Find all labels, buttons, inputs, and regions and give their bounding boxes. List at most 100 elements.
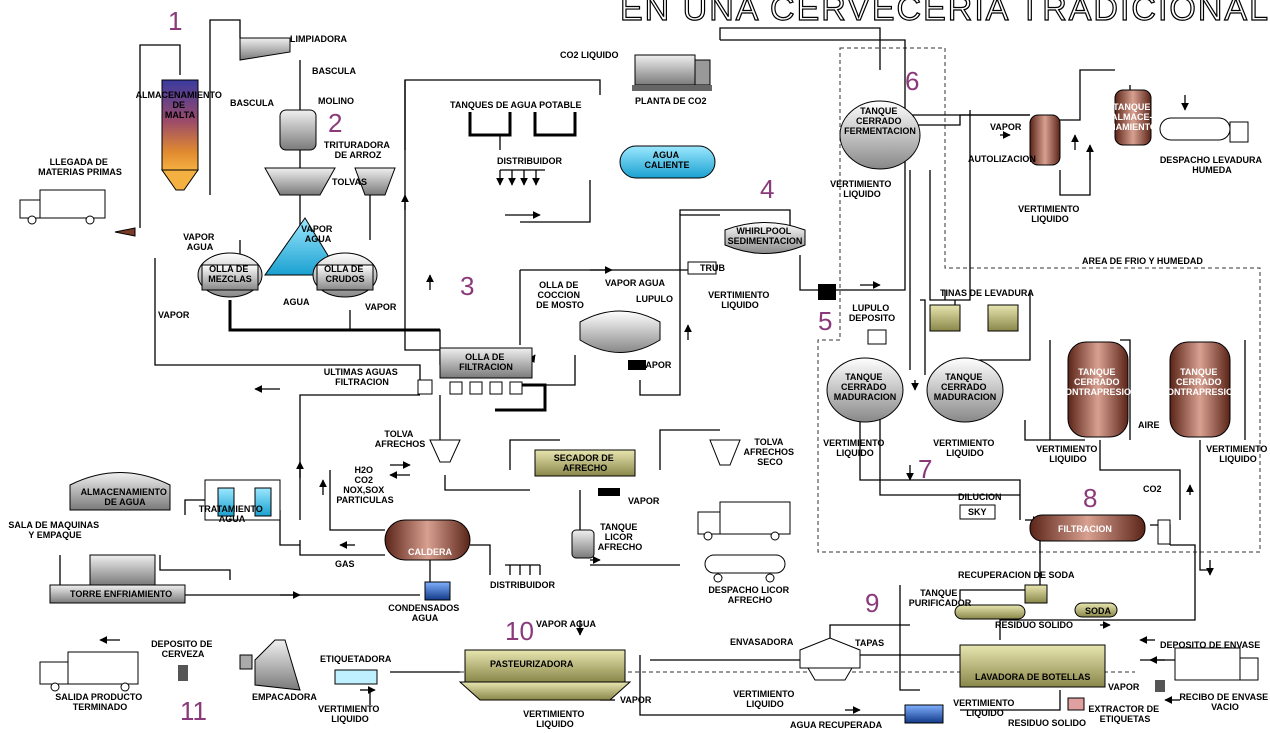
recibo-envase	[1155, 647, 1259, 692]
tanque-maduracion-1	[826, 357, 904, 423]
whirlpool-tank	[687, 222, 806, 275]
label-co2-liquido: CO2 LIQUIDO	[560, 50, 619, 60]
label-filtracion: FILTRACION	[1058, 524, 1112, 534]
label-area-frio: AREA DE FRIO Y HUMEDAD	[1082, 256, 1203, 266]
caldera	[384, 519, 541, 601]
label-molino: MOLINO	[318, 96, 354, 106]
step-number: 6	[905, 66, 919, 96]
label-residuo-solido-2: RESIDUO SOLIDO	[1008, 718, 1086, 728]
label-salida: SALIDA PRODUCTO TERMINADO	[55, 692, 145, 712]
label-vertimiento-past: VERTIMIENTO LIQUIDO	[523, 709, 587, 729]
olla-mezclas	[197, 252, 263, 298]
label-soda: SODA	[1085, 606, 1112, 616]
step-number: 7	[918, 454, 932, 484]
label-agua-caliente: AGUA CALIENTE	[645, 150, 690, 170]
tanque-maduracion-2	[926, 357, 1004, 423]
fermentation-area-border	[817, 47, 1261, 553]
label-vapor-crudos: VAPOR	[365, 302, 397, 312]
label-emisiones: H2O CO2 NOX,SOX PARTICULAS	[336, 465, 393, 505]
label-lupulo: LUPULO	[636, 294, 673, 304]
label-tanque-purificador: TANQUE PURIFICADOR	[909, 588, 972, 608]
step-numbers: 1 2 3 4 5 6 7 8 9 10 11	[168, 6, 1097, 726]
label-vertimiento-et: VERTIMIENTO LIQUIDO	[318, 704, 382, 724]
label-recibo-envase: RECIBO DE ENVASE VACIO	[1179, 692, 1270, 712]
label-vapor-left: VAPOR	[158, 310, 190, 320]
label-vapor-lavadora: VAPOR	[1108, 682, 1140, 692]
step-number: 3	[460, 271, 474, 301]
step-number: 11	[180, 696, 207, 726]
step-number: 4	[760, 174, 774, 204]
label-tanque-maduracion-2: TANQUE CERRADO MADURACION	[934, 372, 997, 402]
label-aire: AIRE	[1138, 420, 1160, 430]
step-number: 9	[865, 588, 879, 618]
label-whirlpool: WHIRLPOOL SEDIMENTACION	[728, 226, 803, 246]
label-extractor: EXTRACTOR DE ETIQUETAS	[1088, 704, 1161, 724]
tanker-levadura	[1159, 117, 1249, 143]
label-bascula-top: BASCULA	[312, 66, 356, 76]
pasteurizadora	[458, 649, 632, 701]
label-tanque-contra-1: TANQUE CERRADO CONTRAPRESION	[1058, 367, 1137, 397]
step-number: 5	[818, 306, 832, 336]
label-almacenamiento-agua: ALMACENAMIENTO DE AGUA	[81, 487, 170, 507]
label-sala-maquinas: SALA DE MAQUINAS Y EMPAQUE	[8, 520, 101, 540]
label-vapor-past: VAPOR	[620, 695, 652, 705]
label-vapor-agua-2: VAPOR AGUA	[301, 224, 335, 244]
tratamiento-agua	[204, 479, 281, 521]
label-olla-filtracion: OLLA DE FILTRACION	[459, 352, 513, 372]
label-deposito-envase: DEPOSITO DE ENVASE	[1160, 640, 1260, 650]
label-vapor-agua-1: VAPOR AGUA	[183, 232, 217, 252]
label-agua-recuperada: AGUA RECUPERADA	[790, 720, 883, 730]
label-tratamiento-agua: TRATAMIENTO AGUA	[199, 504, 266, 524]
label-tanque-fermentacion: TANQUE CERRADO FERMENTACION	[844, 106, 916, 136]
label-etiquetadora: ETIQUETADORA	[320, 654, 392, 664]
label-autolizacion: AUTOLIZACION	[968, 154, 1036, 164]
tanque-fermentacion	[839, 100, 921, 170]
label-vapor-auto: VAPOR	[990, 122, 1022, 132]
truck-salida	[39, 651, 139, 692]
label-despacho-licor: DESPACHO LICOR AFRECHO	[708, 585, 791, 605]
label-vapor-coccion: VAPOR	[640, 360, 672, 370]
step-number: 1	[168, 6, 182, 36]
label-tanque-licor: TANQUE LICOR AFRECHO	[598, 522, 643, 552]
olla-filtracion	[417, 347, 533, 395]
label-gas: GAS	[335, 559, 355, 569]
label-ultimas-aguas: ULTIMAS AGUAS FILTRACION	[324, 367, 401, 387]
tanque-contrapresion-2	[1169, 341, 1231, 438]
potable-water-tanks	[468, 112, 577, 186]
label-vertimiento-w: VERTIMIENTO LIQUIDO	[708, 290, 772, 310]
label-despacho-levadura: DESPACHO LEVADURA HUMEDA	[1160, 155, 1264, 175]
label-caldera: CALDERA	[408, 547, 452, 557]
secador-afrecho	[534, 449, 636, 496]
label-olla-coccion: OLLA DE COCCION DE MOSTO	[536, 280, 584, 310]
filtracion-horizontal	[959, 504, 1171, 545]
diagram-title: EN UNA CERVECERIA TRADICIONAL	[620, 0, 1270, 28]
empacadora	[239, 639, 301, 691]
filtro-5	[818, 284, 836, 300]
label-tolva-afrechos-seco: TOLVA AFRECHOS SECO	[743, 437, 796, 467]
label-residuo-solido-1: RESIDUO SOLIDO	[995, 620, 1073, 630]
label-agua: AGUA	[283, 297, 310, 307]
label-vertimiento-env: VERTIMIENTO LIQUIDO	[733, 689, 797, 709]
label-vertimiento-auto: VERTIMIENTO LIQUIDO	[1018, 204, 1082, 224]
label-pasteurizadora: PASTEURIZADORA	[490, 659, 574, 669]
label-vertimiento-c1: VERTIMIENTO LIQUIDO	[1036, 444, 1100, 464]
step-number: 2	[328, 108, 342, 138]
label-bascula: BASCULA	[230, 98, 274, 108]
label-vapor-agua-past: VAPOR AGUA	[536, 619, 597, 629]
olla-coccion	[579, 310, 661, 370]
etiquetadora	[334, 669, 378, 685]
tinas-levadura	[867, 304, 1019, 345]
envasadora	[799, 637, 861, 681]
lavadora-botellas	[904, 644, 1106, 724]
label-tanque-contra-2: TANQUE CERRADO CONTRAPRESION	[1160, 367, 1239, 397]
tolva-afrechos	[429, 439, 461, 463]
label-olla-mezclas: OLLA DE MEZCLAS	[208, 264, 252, 284]
label-co2: CO2	[1143, 484, 1162, 494]
tanque-contrapresion-1	[1067, 341, 1129, 438]
step-number: 10	[505, 616, 534, 646]
label-torre: TORRE ENFRIAMIENTO	[70, 589, 172, 599]
label-tinas-levadura: TINAS DE LEVADURA	[940, 288, 1034, 298]
label-sky: SKY	[968, 507, 987, 517]
label-vapor-agua-3: VAPOR AGUA	[605, 278, 666, 288]
